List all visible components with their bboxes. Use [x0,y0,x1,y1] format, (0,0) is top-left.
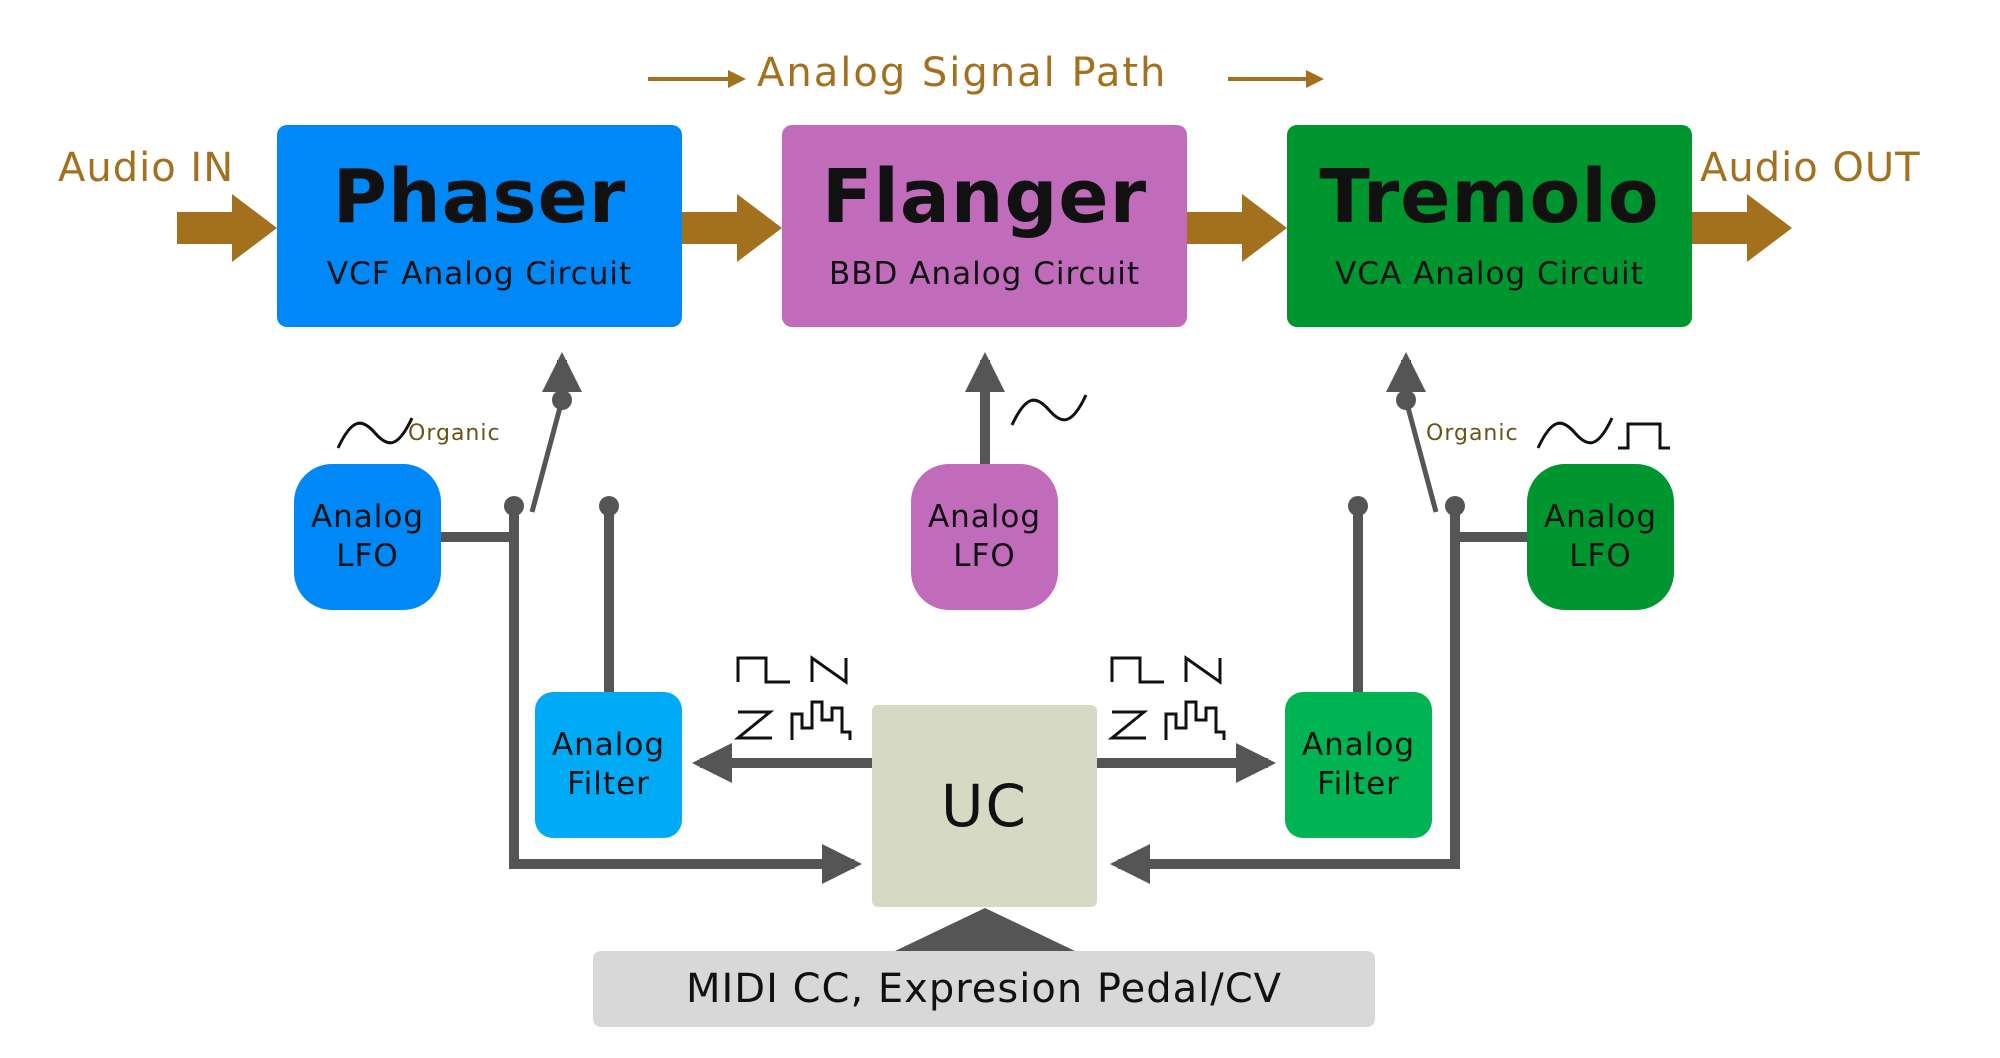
tremolo-subtitle: VCA Analog Circuit [1335,256,1644,292]
filter-label-line1: Analog [1301,727,1416,764]
phaser-title: Phaser [332,154,627,240]
left-waveforms [733,655,852,740]
sine-wave-icon [336,417,414,449]
audio-in-arrow [177,194,277,262]
phaser-to-flanger-arrow [682,194,782,262]
phaser-block[interactable]: Phaser VCF Analog Circuit [277,125,682,327]
microcontroller-block[interactable]: UC [872,705,1097,907]
filter-label-line2: Filter [1317,766,1400,802]
control-input-bar[interactable]: MIDI CC, Expresion Pedal/CV [593,951,1375,1027]
phaser-switch-lever [529,399,565,513]
random-steps-icon [1164,700,1226,740]
phaser-switch-pivot [552,390,572,410]
sawtooth-down-icon [733,710,775,740]
left-analog-filter[interactable]: Analog Filter [535,692,682,838]
flanger-subtitle: BBD Analog Circuit [828,256,1140,292]
lfo-label-line1: Analog [927,499,1042,536]
phaser-switch-contact-lfo [504,496,524,516]
signal-path-arrows [648,70,1324,88]
phaser-switch-contact-filter [599,496,619,516]
right-waveforms [1107,655,1226,740]
uc-label: UC [941,772,1028,840]
lfo-label-line2: LFO [336,538,399,574]
flanger-block[interactable]: Flanger BBD Analog Circuit [782,125,1187,327]
organic-label-left: Organic [408,421,501,446]
tremolo-title: Tremolo [1319,154,1660,240]
signal-path-arrowhead-right [1306,70,1324,88]
control-input-label: MIDI CC, Expresion Pedal/CV [685,966,1282,1012]
tremolo-switch-lever [1403,399,1439,513]
audio-out-arrow [1692,194,1792,262]
right-analog-filter[interactable]: Analog Filter [1285,692,1432,838]
sine-wave-icon [1536,417,1614,449]
tremolo-switch-contact-filter [1348,496,1368,516]
audio-arrows [177,194,1792,262]
tremolo-switch-contact-lfo [1445,496,1465,516]
organic-label-right: Organic [1426,421,1519,446]
switches [529,399,1439,513]
random-steps-icon [790,700,852,740]
control-input-arrow [895,908,1075,951]
sawtooth-up-icon [810,655,848,685]
phaser-subtitle: VCF Analog Circuit [326,256,633,292]
phaser-lfo[interactable]: Analog LFO [294,464,441,610]
sawtooth-down-icon [1107,710,1149,740]
flanger-title: Flanger [821,154,1148,240]
lfo-label-line2: LFO [953,538,1016,574]
tremolo-switch-pivot [1396,390,1416,410]
signal-path-arrowhead-left [728,70,746,88]
audio-out-label: Audio OUT [1700,145,1921,191]
switch-contacts [504,390,1465,516]
lfo-label-line2: LFO [1569,538,1632,574]
flanger-lfo[interactable]: Analog LFO [911,464,1058,610]
flanger-to-tremolo-arrow [1187,194,1287,262]
filter-label-line2: Filter [567,766,650,802]
square-wave-icon [736,656,790,684]
audio-in-label: Audio IN [58,145,235,191]
tremolo-block[interactable]: Tremolo VCA Analog Circuit [1287,125,1692,327]
tremolo-lfo[interactable]: Analog LFO [1527,464,1674,610]
square-wave-icon [1110,656,1164,684]
sawtooth-up-icon [1184,655,1222,685]
square-wave-icon [1618,422,1670,450]
lfo-label-line1: Analog [310,499,425,536]
lfo-label-line1: Analog [1543,499,1658,536]
left-bus-to-uc [509,508,862,884]
filter-label-line1: Analog [551,727,666,764]
right-bus-to-uc [1110,508,1460,884]
signal-path-title: Analog Signal Path [757,50,1168,96]
sine-wave-icon [1010,394,1088,426]
